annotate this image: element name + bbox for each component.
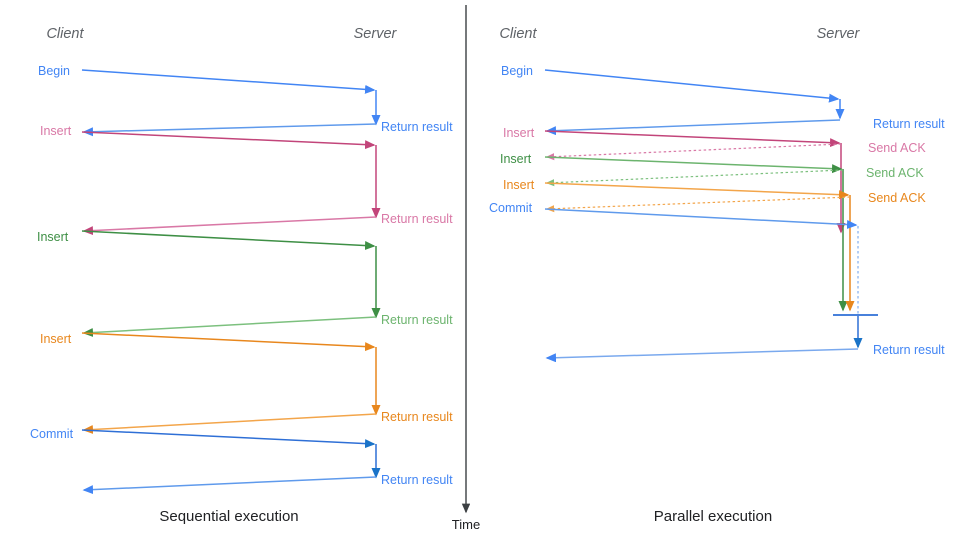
left-panel-caption: Sequential execution bbox=[159, 508, 298, 525]
response-arrow-begin bbox=[545, 119, 841, 136]
right-server-label-ack-3: Send ACK bbox=[868, 191, 926, 205]
right-client-label-insert-1: Insert bbox=[503, 126, 535, 140]
time-axis-label: Time bbox=[452, 517, 480, 532]
right-client-label-insert-3: Insert bbox=[503, 178, 535, 192]
right-server-label-return-2: Return result bbox=[873, 343, 945, 357]
right-flow-insert-3 bbox=[544, 182, 855, 312]
request-arrow-insert-1 bbox=[81, 131, 376, 150]
right-client-label-insert-2: Insert bbox=[500, 152, 532, 166]
left-exchange-insert-3 bbox=[81, 332, 381, 435]
request-arrow-begin bbox=[81, 69, 376, 94]
request-arrow-begin bbox=[544, 69, 840, 103]
left-client-label-begin: Begin bbox=[38, 64, 70, 78]
right-server-label-ack-1: Send ACK bbox=[868, 141, 926, 155]
right-client-label-begin: Begin bbox=[501, 64, 533, 78]
ack-arrow-insert-1 bbox=[545, 143, 842, 161]
left-client-header: Client bbox=[46, 26, 84, 42]
right-flow-begin bbox=[544, 69, 845, 136]
right-server-header: Server bbox=[817, 26, 861, 42]
response-arrow-commit bbox=[82, 476, 377, 495]
request-arrow-insert-1 bbox=[544, 130, 841, 148]
time-axis: Time bbox=[452, 5, 480, 532]
response-arrow-commit bbox=[545, 348, 859, 363]
left-server-label-return-3: Return result bbox=[381, 313, 453, 327]
request-arrow-commit bbox=[81, 429, 376, 449]
left-panel: Client Server bbox=[30, 26, 453, 525]
request-arrow-commit bbox=[544, 208, 858, 230]
left-server-label-return-1: Return result bbox=[381, 120, 453, 134]
request-arrow-insert-2 bbox=[544, 156, 843, 174]
left-exchange-commit bbox=[81, 429, 381, 495]
left-client-label-insert-2: Insert bbox=[37, 230, 69, 244]
left-client-label-insert-1: Insert bbox=[40, 124, 72, 138]
left-server-label-return-2: Return result bbox=[381, 212, 453, 226]
response-arrow-insert-1 bbox=[82, 216, 377, 236]
ack-arrow-insert-3 bbox=[545, 196, 851, 213]
left-client-label-commit: Commit bbox=[30, 427, 74, 441]
right-server-label-return-1: Return result bbox=[873, 117, 945, 131]
request-arrow-insert-2 bbox=[81, 230, 376, 251]
request-arrow-insert-3 bbox=[544, 182, 850, 200]
right-flow-commit bbox=[544, 208, 863, 363]
right-flow-insert-1 bbox=[544, 130, 846, 234]
right-client-header: Client bbox=[499, 26, 537, 42]
request-arrow-insert-3 bbox=[81, 332, 376, 352]
left-client-label-insert-3: Insert bbox=[40, 332, 72, 346]
right-client-label-commit: Commit bbox=[489, 201, 533, 215]
left-server-label-return-5: Return result bbox=[381, 473, 453, 487]
left-exchange-insert-2 bbox=[81, 230, 381, 338]
left-server-header: Server bbox=[354, 26, 398, 42]
response-arrow-insert-3 bbox=[82, 413, 377, 435]
response-arrow-begin bbox=[82, 123, 377, 137]
right-server-label-ack-2: Send ACK bbox=[866, 166, 924, 180]
right-panel: Client Server bbox=[489, 26, 945, 525]
response-arrow-insert-2 bbox=[82, 316, 377, 338]
left-server-label-return-4: Return result bbox=[381, 410, 453, 424]
right-flow-insert-2 bbox=[544, 156, 848, 312]
right-panel-caption: Parallel execution bbox=[654, 508, 772, 525]
left-exchange-begin bbox=[81, 69, 381, 137]
ack-arrow-insert-2 bbox=[545, 169, 844, 187]
left-exchange-insert-1 bbox=[81, 131, 381, 236]
